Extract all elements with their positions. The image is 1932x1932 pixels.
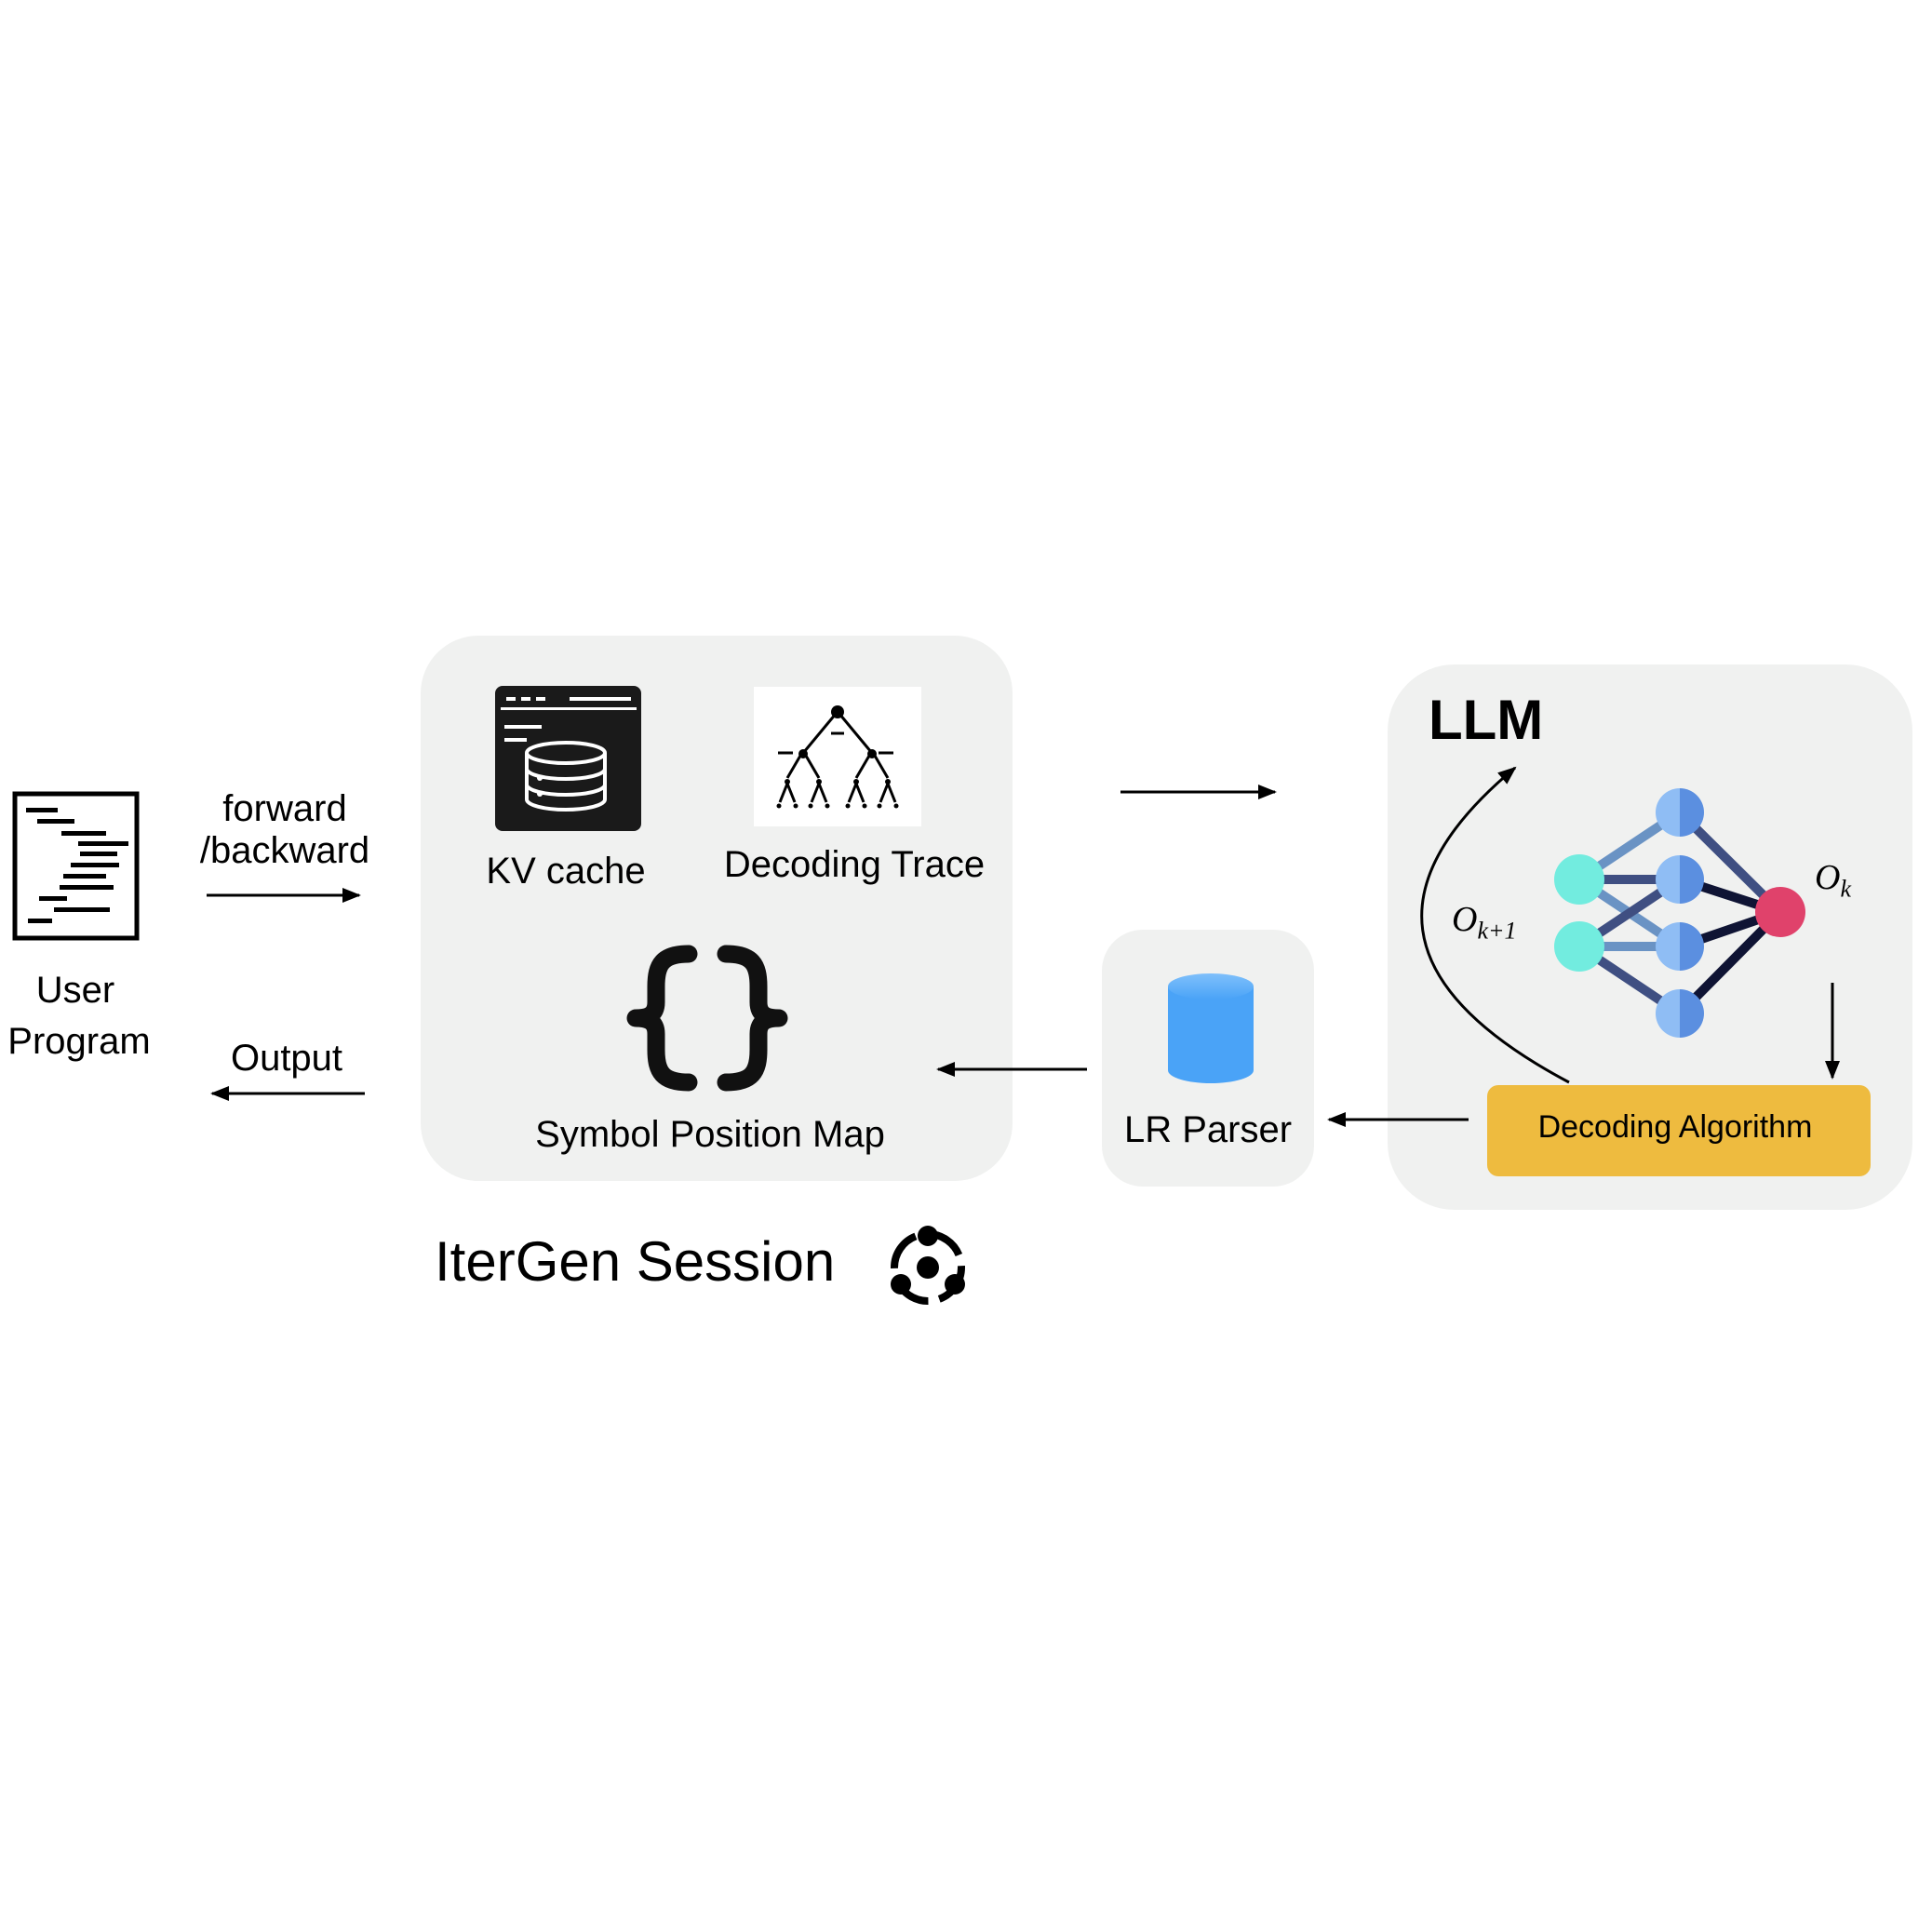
output-label: Output — [230, 1038, 343, 1079]
decoding-trace-label: Decoding Trace — [723, 844, 986, 885]
o-k-base: O — [1815, 858, 1841, 897]
feedback-curve-arrow — [1420, 766, 1570, 1084]
o-k1-sub: k+1 — [1477, 917, 1517, 945]
decoding-trace-tree-icon — [754, 687, 921, 826]
llm-panel — [1388, 664, 1912, 1210]
decoding-algorithm-box — [1487, 1085, 1871, 1176]
neural-network-icon — [1554, 788, 1805, 1038]
session-cycle-icon — [891, 1226, 965, 1305]
o-k-label: Ok — [1815, 858, 1851, 903]
itergen-session-title: IterGen Session — [435, 1230, 836, 1293]
database-cylinder-icon — [1168, 973, 1254, 1083]
o-k1-label: Ok+1 — [1452, 900, 1517, 945]
user-program-label-line2: Program — [7, 1021, 151, 1062]
backward-label: /backward — [199, 830, 370, 871]
kv-cache-label: KV cache — [486, 851, 646, 892]
user-program-label-line1: User — [35, 970, 115, 1011]
o-k1-base: O — [1452, 900, 1478, 939]
o-k-sub: k — [1840, 875, 1851, 903]
forward-label: forward — [222, 788, 347, 829]
llm-title: LLM — [1429, 689, 1544, 751]
kv-cache-icon — [495, 686, 641, 831]
decoding-algorithm-label: Decoding Algorithm — [1537, 1109, 1813, 1145]
curly-braces-icon — [626, 945, 788, 1092]
lr-parser-label: LR Parser — [1123, 1109, 1293, 1150]
code-document-icon — [12, 791, 140, 941]
symbol-position-map-label: Symbol Position Map — [535, 1114, 885, 1155]
